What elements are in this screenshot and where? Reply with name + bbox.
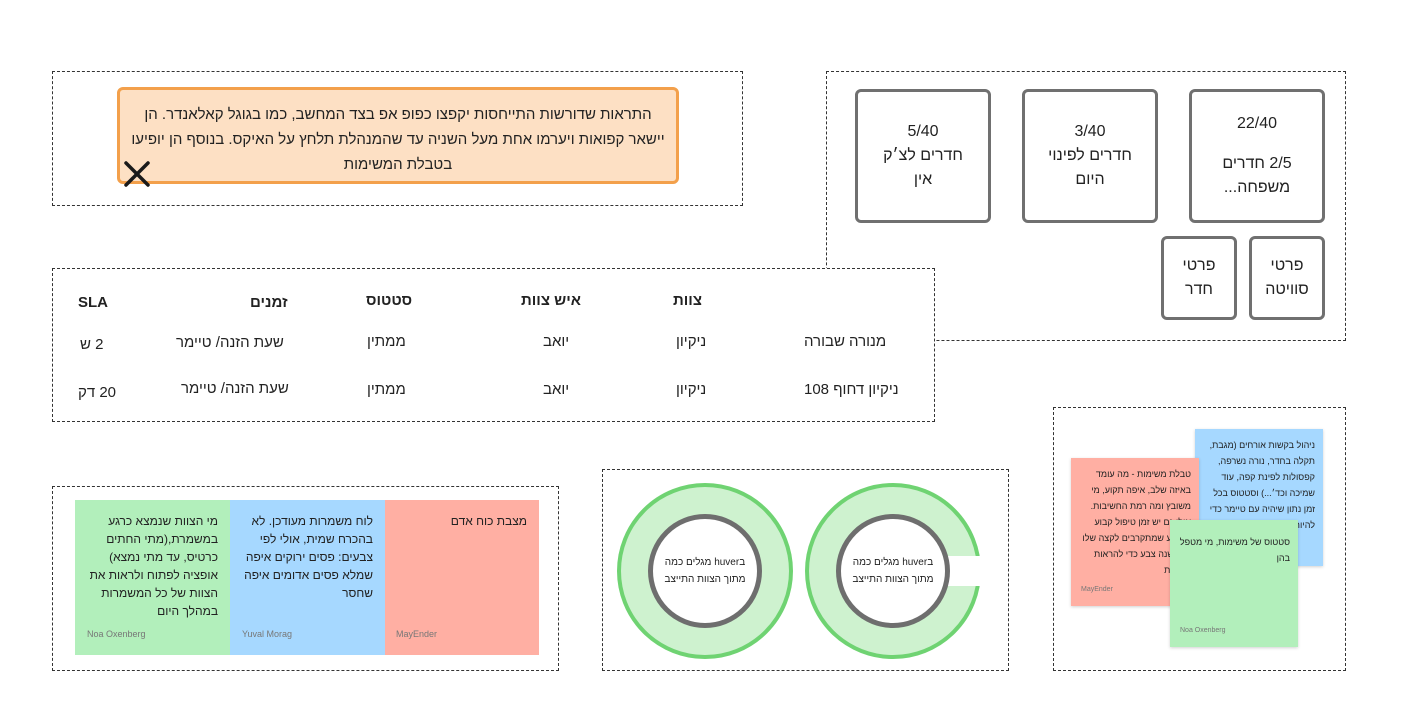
workforce-red-author: MayEnder [396,629,438,639]
close-x-icon[interactable] [122,159,152,189]
workforce-red-sticky[interactable]: מצבת כוח אדם MayEnder [384,500,539,655]
requests-green-text: סטטוס של משימות, מי מטפל בהן [1179,537,1290,563]
rooms-frame [826,71,1346,341]
row2-times: שעת הזנה/ טיימר [181,380,289,397]
header-staff: איש צוות [521,292,581,309]
row2-sla: 20 דק [78,384,117,401]
room-details-label: פרטי חדר [1182,257,1216,298]
header-status: סטטוס [366,292,413,309]
row1-times: שעת הזנה/ טיימר [176,334,284,351]
room-details-card[interactable]: פרטי חדר [1161,236,1237,320]
suite-details-label: פרטי סוויטה [1265,257,1309,298]
right-ring-text: בhuver מגלים כמה מתוך הצוות התייצב [852,557,934,585]
workforce-green-sticky[interactable]: מי הצוות שנמצא כרגע במשמרת,(מתי החתים כר… [75,500,230,655]
requests-frame [1053,407,1346,671]
header-sla: SLA [78,294,108,311]
row1-sla: 2 ש [80,336,104,353]
departing-rooms-label: חדרים לפינוי היום [1048,147,1132,188]
header-team: צוות [673,292,702,309]
notification-frame [52,71,743,206]
requests-blue-text: ניהול בקשות אורחים (מגבת, תקלה בחדר, נור… [1209,440,1315,530]
notification-text: התראות שדורשות התייחסות יקפצו כפופ אפ בצ… [131,106,665,173]
family-rooms-card[interactable]: 22/40 2/5 חדרים משפחה... [1189,89,1325,223]
workforce-blue-sticky[interactable]: לוח משמרות מעודכן. לא בהכרח שמית, אולי ל… [230,500,385,655]
left-ring-text: בhuver מגלים כמה מתוך הצוות התייצב [664,557,746,585]
row2-team: ניקיון [676,381,707,398]
workforce-green-author: Noa Oxenberg [87,629,146,639]
departing-rooms-card[interactable]: 3/40 חדרים לפינוי היום [1022,89,1158,223]
tasks-table-frame [52,268,935,422]
workforce-green-text: מי הצוות שנמצא כרגע במשמרת,(מתי החתים כר… [89,514,218,618]
notification-popup[interactable]: התראות שדורשות התייחסות יקפצו כפופ אפ בצ… [117,87,679,187]
checkin-rooms-card[interactable]: 5/40 חדרים לצ׳ק אין [855,89,991,223]
requests-green-sticky[interactable]: סטטוס של משימות, מי מטפל בהן Noa Oxenber… [1170,520,1298,647]
row1-staff: יואב [543,333,570,350]
circles-frame [602,469,1009,671]
workforce-blue-text: לוח משמרות מעודכן. לא בהכרח שמית, אולי ל… [244,514,373,600]
workforce-frame [52,486,559,671]
departing-rooms-count: 3/40 [1074,123,1106,140]
row1-task: מנורה שבורה [804,333,887,350]
checkin-rooms-label: חדרים לצ׳ק אין [883,147,963,188]
row2-staff: יואב [543,381,570,398]
row1-status: ממתין [367,333,406,350]
family-rooms-count: 22/40 [1236,115,1278,132]
checkin-rooms-count: 5/40 [907,123,939,140]
requests-red-author: MayEnder [1081,586,1113,593]
suite-details-card[interactable]: פרטי סוויטה [1249,236,1325,320]
workforce-red-text: מצבת כוח אדם [450,514,527,528]
row2-status: ממתין [367,381,406,398]
row1-team: ניקיון [676,333,707,350]
header-times: זמנים [250,294,288,311]
left-inner-ring[interactable]: בhuver מגלים כמה מתוך הצוות התייצב [648,514,762,628]
family-rooms-label: 2/5 חדרים משפחה... [1222,155,1292,196]
row2-task: ניקיון דחוף 108 [804,381,899,398]
workforce-blue-author: Yuval Morag [242,629,293,639]
requests-green-author: Noa Oxenberg [1180,627,1226,634]
right-inner-ring[interactable]: בhuver מגלים כמה מתוך הצוות התייצב [836,514,950,628]
